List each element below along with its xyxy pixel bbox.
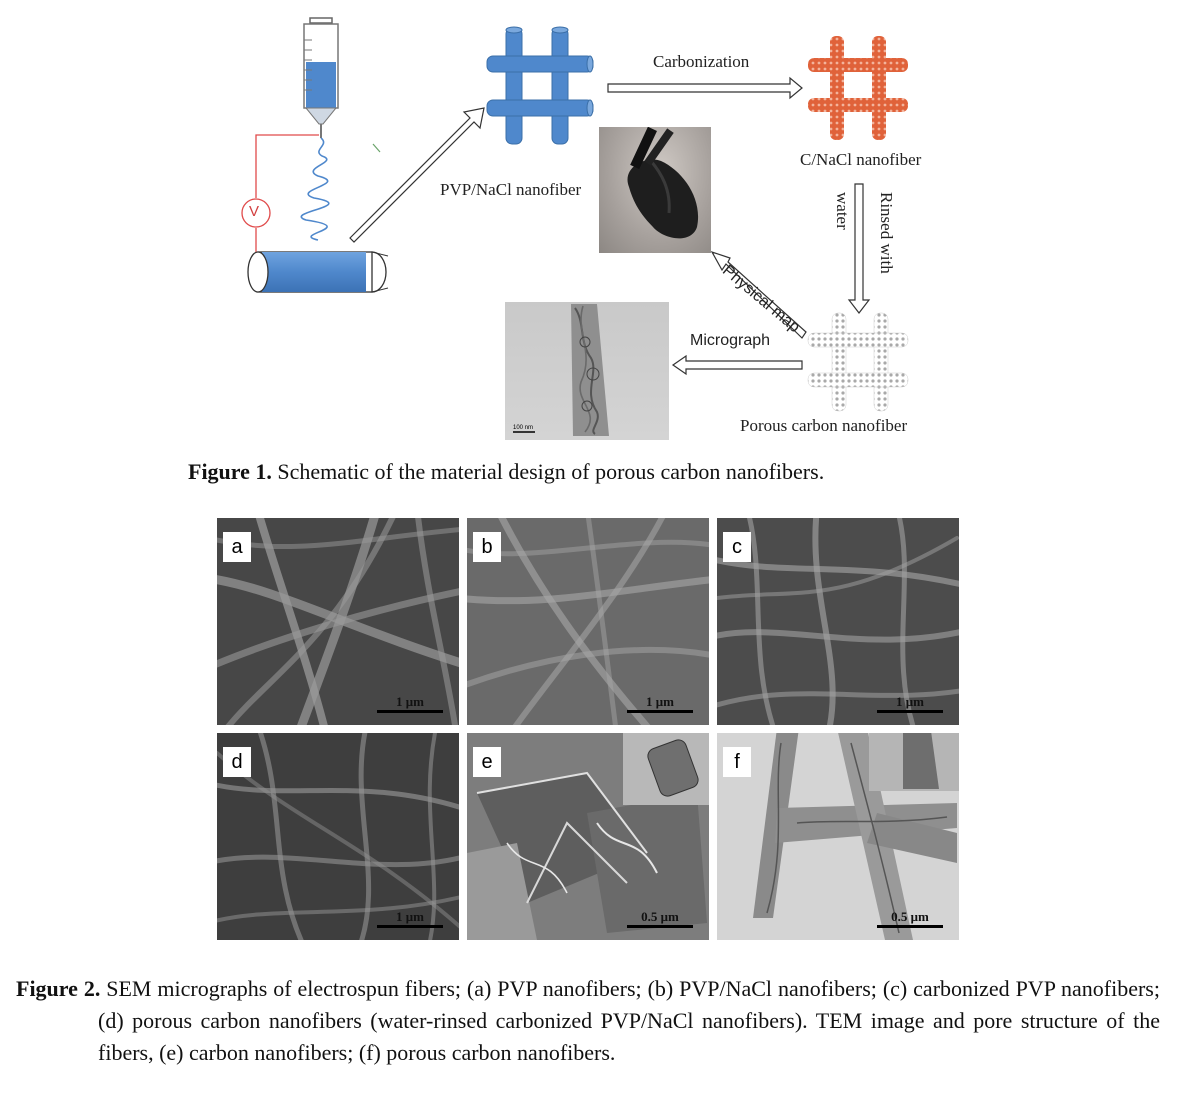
collector-drum-icon bbox=[247, 251, 389, 293]
panel-label-f: f bbox=[723, 747, 751, 777]
arrow-physical-map bbox=[710, 250, 807, 339]
scale-line-e bbox=[627, 925, 693, 928]
voltage-circuit bbox=[241, 134, 319, 258]
scale-bar-f: 0.5 μm bbox=[877, 910, 943, 928]
scale-bar-e: 0.5 μm bbox=[627, 910, 693, 928]
scale-line-b bbox=[627, 710, 693, 713]
micrograph-label: Micrograph bbox=[690, 332, 771, 349]
tem-panel-f: f 0.5 μm bbox=[717, 733, 959, 940]
figure-1-caption: Figure 1. Schematic of the material desi… bbox=[188, 456, 824, 488]
panel-label-e: e bbox=[473, 747, 501, 777]
figure-1-caption-label: Figure 1. bbox=[188, 459, 272, 484]
tem-scale-label: 100 nm bbox=[513, 425, 533, 431]
water-label: water bbox=[833, 192, 852, 230]
scale-line-c bbox=[877, 710, 943, 713]
arrow-rinse bbox=[847, 183, 871, 314]
figure-1-caption-text: Schematic of the material design of poro… bbox=[271, 459, 825, 484]
porous-carbon-label: Porous carbon nanofiber bbox=[740, 416, 908, 435]
scale-bar-c: 1 μm bbox=[877, 695, 943, 713]
figure-2-caption-label: Figure 2. bbox=[16, 976, 101, 1001]
arrow-carbonization bbox=[607, 76, 803, 100]
figure-2-caption-text: SEM micrographs of electrospun fibers; (… bbox=[98, 976, 1160, 1065]
electrospinning-jet bbox=[300, 137, 330, 241]
rinsed-with-label: Rinsed with bbox=[877, 192, 896, 274]
voltage-label: V bbox=[249, 203, 260, 220]
scale-bar-d: 1 μm bbox=[377, 910, 443, 928]
scale-bar-b: 1 μm bbox=[627, 695, 693, 713]
scale-text-c: 1 μm bbox=[896, 694, 924, 709]
tem-panel-e: e 0.5 μm bbox=[467, 733, 709, 940]
schematic-drawing bbox=[241, 17, 909, 412]
scale-line-a bbox=[377, 710, 443, 713]
carbon-sheet-photo bbox=[599, 127, 711, 253]
scale-text-f: 0.5 μm bbox=[891, 909, 929, 924]
carbonization-label: Carbonization bbox=[653, 52, 750, 71]
scale-line-f bbox=[877, 925, 943, 928]
sem-panel-d: d 1 μm bbox=[217, 733, 459, 940]
pvp-nacl-fiber-grid bbox=[486, 26, 594, 145]
sem-panel-a: a 1 μm bbox=[217, 518, 459, 725]
c-nacl-fiber-grid bbox=[808, 36, 908, 140]
pvp-nacl-label: PVP/NaCl nanofiber bbox=[440, 180, 582, 199]
scale-text-b: 1 μm bbox=[646, 694, 674, 709]
panel-label-c: c bbox=[723, 532, 751, 562]
scale-bar-a: 1 μm bbox=[377, 695, 443, 713]
panel-label-a: a bbox=[223, 532, 251, 562]
scale-text-d: 1 μm bbox=[396, 909, 424, 924]
panel-label-d: d bbox=[223, 747, 251, 777]
scale-text-e: 0.5 μm bbox=[641, 909, 679, 924]
figure-1-schematic: 100 nm V PVP/NaCl nanofiber Carbonizatio… bbox=[0, 0, 1182, 450]
arrow-micrograph bbox=[671, 354, 803, 376]
syringe-icon bbox=[303, 17, 339, 138]
sem-panel-b: b 1 μm bbox=[467, 518, 709, 725]
c-nacl-label: C/NaCl nanofiber bbox=[800, 150, 922, 169]
porous-carbon-fiber-grid bbox=[807, 312, 909, 412]
panel-label-b: b bbox=[473, 532, 501, 562]
scale-text-a: 1 μm bbox=[396, 694, 424, 709]
tem-fiber-micrograph: 100 nm bbox=[505, 302, 669, 440]
arrow-drum-to-pvp bbox=[349, 107, 485, 243]
scale-line-d bbox=[377, 925, 443, 928]
figure-2-caption: Figure 2. SEM micrographs of electrospun… bbox=[16, 973, 1160, 1069]
sem-panel-c: c 1 μm bbox=[717, 518, 959, 725]
